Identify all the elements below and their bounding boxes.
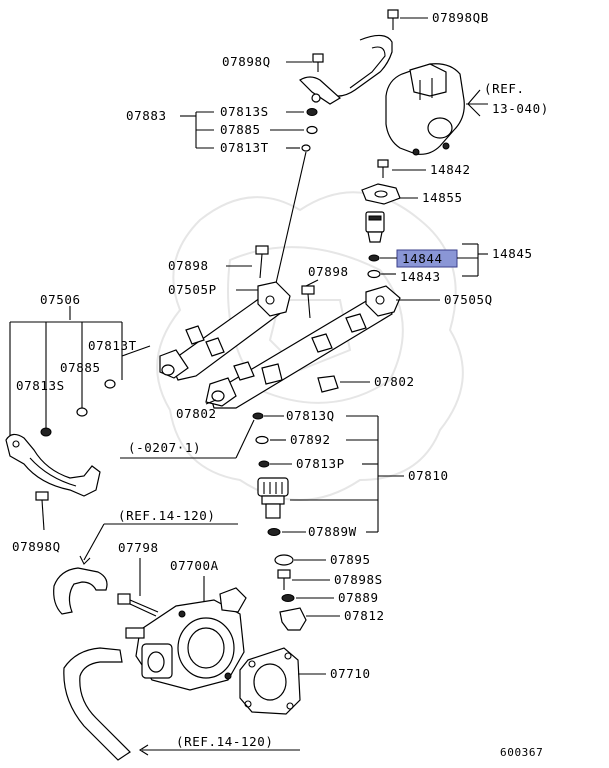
label-14845: 14845 bbox=[492, 246, 533, 261]
label-07802-right: 07802 bbox=[374, 374, 415, 389]
part-14844-sensor bbox=[365, 211, 385, 243]
watermark bbox=[156, 191, 464, 501]
label-14842: 14842 bbox=[430, 162, 471, 177]
part-07898Q-bolt bbox=[35, 491, 49, 531]
label-07883: 07883 bbox=[126, 108, 167, 123]
part-injector bbox=[257, 477, 289, 519]
part-07898QB-bolt bbox=[387, 9, 399, 30]
label-07505Q: 07505Q bbox=[444, 292, 493, 307]
label-07812: 07812 bbox=[344, 608, 385, 623]
part-07505P-rail bbox=[159, 281, 291, 381]
label-07813Q: 07813Q bbox=[286, 408, 335, 423]
part-07700A-throttle-body bbox=[125, 587, 247, 691]
label-07810: 07810 bbox=[408, 468, 449, 483]
label-07898-left: 07898 bbox=[168, 258, 209, 273]
part-bottom-hose bbox=[63, 647, 131, 761]
label-07895: 07895 bbox=[330, 552, 371, 567]
part-07898-bolt-right bbox=[301, 285, 315, 319]
label-07898S: 07898S bbox=[334, 572, 383, 587]
label-07506: 07506 bbox=[40, 292, 81, 307]
part-07798-hose bbox=[53, 567, 108, 615]
label-14844[interactable]: 14844 bbox=[402, 251, 443, 266]
label-14855: 14855 bbox=[422, 190, 463, 205]
label-07505P: 07505P bbox=[168, 282, 217, 297]
label-14843: 14843 bbox=[400, 269, 441, 284]
part-07898Q-bolt-top bbox=[312, 53, 324, 72]
label-07798: 07798 bbox=[118, 540, 159, 555]
diagram-id: 600367 bbox=[500, 746, 543, 759]
label-07885: 07885 bbox=[60, 360, 101, 375]
part-07798-bolt bbox=[117, 593, 159, 617]
label-07813S-top: 07813S bbox=[220, 104, 269, 119]
part-07506-pipe bbox=[5, 433, 101, 497]
label-07813T: 07813T bbox=[88, 338, 137, 353]
label-07898QB: 07898QB bbox=[432, 10, 489, 25]
part-07505Q-rail bbox=[205, 285, 401, 409]
part-07898S-bolt bbox=[277, 569, 291, 590]
label-07813S: 07813S bbox=[16, 378, 65, 393]
part-14855-flange bbox=[361, 183, 401, 205]
label-07889W: 07889W bbox=[308, 524, 357, 539]
part-07812-clip bbox=[279, 607, 307, 631]
label-07889: 07889 bbox=[338, 590, 379, 605]
part-07898-bolt-left bbox=[255, 245, 269, 279]
label-07898-right: 07898 bbox=[308, 264, 349, 279]
label-07892: 07892 bbox=[290, 432, 331, 447]
label-07898Q-top: 07898Q bbox=[222, 54, 271, 69]
label-07813P: 07813P bbox=[296, 456, 345, 471]
label-ref-14-120-bottom: (REF.14-120) bbox=[176, 734, 274, 749]
label-07700A: 07700A bbox=[170, 558, 219, 573]
label-ref-13-040-b: 13-040) bbox=[492, 101, 549, 116]
label-07802-left: 07802 bbox=[176, 406, 217, 421]
part-07802-cap-right bbox=[317, 375, 339, 393]
label-ref-14-120-top: (REF.14-120) bbox=[118, 508, 216, 523]
label-07898Q: 07898Q bbox=[12, 539, 61, 554]
label-07885-top: 07885 bbox=[220, 122, 261, 137]
part-ref-13-040-housing bbox=[385, 63, 465, 156]
label-ref-13-040-a: (REF. bbox=[484, 81, 525, 96]
label-07813T-top: 07813T bbox=[220, 140, 269, 155]
part-14842-bolt bbox=[377, 159, 389, 178]
label-ref-0207: (-0207·1) bbox=[128, 440, 201, 455]
label-07710: 07710 bbox=[330, 666, 371, 681]
part-07710-gasket bbox=[239, 647, 301, 715]
